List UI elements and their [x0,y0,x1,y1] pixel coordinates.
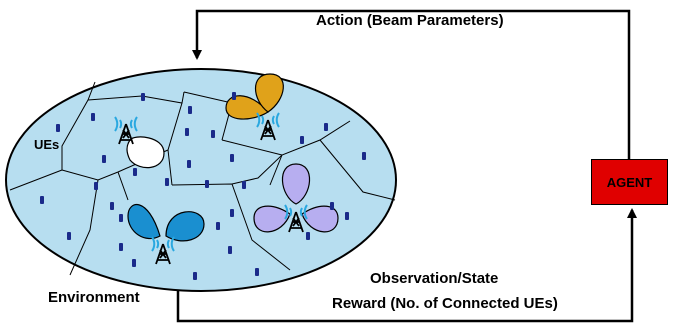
ue-device [56,124,60,132]
ue-device [188,106,192,114]
ue-device [185,128,189,136]
action-arrow [192,9,631,159]
ue-device [211,130,215,138]
ue-device [362,152,366,160]
antenna-icon [256,112,280,141]
ue-device [242,181,246,189]
ue-device [119,214,123,222]
ue-device [91,113,95,121]
ues-label: UEs [34,137,60,152]
ue-device [110,202,114,210]
antenna-icon [114,116,138,145]
ue-device [40,196,44,204]
agent-box: AGENT [591,159,668,205]
reward-label: Reward (No. of Connected UEs) [332,295,558,312]
ue-device [193,272,197,280]
ue-device [94,182,98,190]
antenna-icon [284,204,308,233]
antenna-icon [151,236,175,265]
ue-device [330,202,334,210]
ue-device [255,268,259,276]
ue-device [119,243,123,251]
ue-device [300,136,304,144]
ue-device [230,154,234,162]
ue-device [205,180,209,188]
ue-device [230,209,234,217]
observation-arrow [176,208,637,323]
ue-device [133,168,137,176]
ue-device [165,178,169,186]
environment-ellipse [5,68,397,292]
ue-device [132,259,136,267]
ue-device [232,92,236,100]
ue-device [306,232,310,240]
observation-label: Observation/State [370,270,499,287]
action-label: Action (Beam Parameters) [316,12,504,29]
beam-white [126,136,165,169]
ue-device [141,93,145,101]
ue-device [228,246,232,254]
cell-boundaries [9,81,396,276]
ue-device [324,123,328,131]
agent-label: AGENT [606,174,653,190]
environment-label: Environment [48,289,140,306]
ue-devices [40,92,366,280]
ue-device [345,212,349,220]
ue-device [67,232,71,240]
beam-blue [127,203,205,242]
beam-lavender [253,163,339,233]
ue-device [187,160,191,168]
ue-device [216,222,220,230]
ue-device [102,155,106,163]
